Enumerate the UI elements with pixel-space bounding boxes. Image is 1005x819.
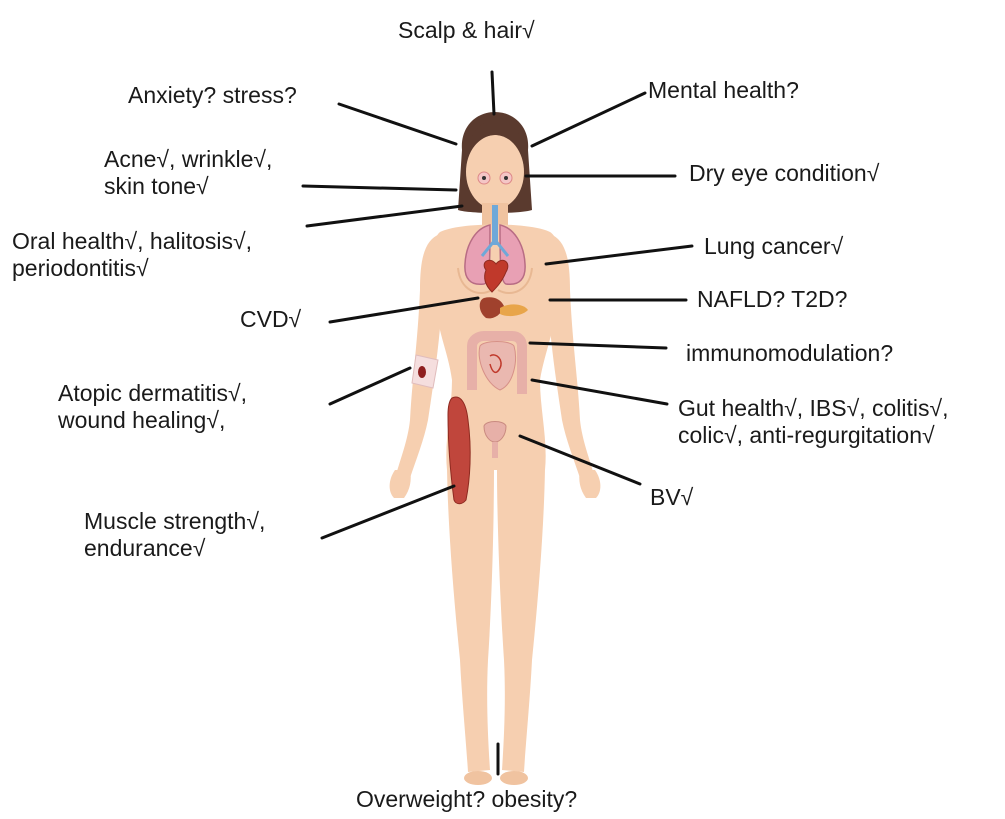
label-dry-eye: Dry eye condition√ xyxy=(689,160,879,187)
label-muscle-line2: endurance√ xyxy=(84,535,265,562)
label-bv-text: BV√ xyxy=(650,484,693,511)
line-lung xyxy=(546,246,692,264)
label-gut-line1: Gut health√, IBS√, colitis√, xyxy=(678,395,949,422)
label-atopic: Atopic dermatitis√, wound healing√, xyxy=(58,380,247,434)
line-mental xyxy=(532,93,645,146)
arm-right xyxy=(548,234,594,478)
label-acne: Acne√, wrinkle√, skin tone√ xyxy=(104,146,272,200)
label-scalp-text: Scalp & hair√ xyxy=(398,17,535,44)
label-oral-line1: Oral health√, halitosis√, xyxy=(12,228,252,255)
hand-left xyxy=(390,470,411,498)
label-acne-line1: Acne√, wrinkle√, xyxy=(104,146,272,173)
label-overweight-text: Overweight? obesity? xyxy=(356,786,577,813)
label-lung: Lung cancer√ xyxy=(704,233,843,260)
leg-right xyxy=(497,468,545,772)
label-mental-text: Mental health? xyxy=(648,77,799,104)
head xyxy=(466,135,524,209)
label-atopic-line1: Atopic dermatitis√, xyxy=(58,380,247,407)
foot-left xyxy=(464,771,492,785)
label-anxiety: Anxiety? stress? xyxy=(128,82,297,109)
line-atopic xyxy=(330,368,410,404)
wound xyxy=(418,366,426,378)
label-scalp: Scalp & hair√ xyxy=(398,17,535,44)
label-nafld: NAFLD? T2D? xyxy=(697,286,847,313)
label-acne-line2: skin tone√ xyxy=(104,173,272,200)
label-gut-line2: colic√, anti-regurgitation√ xyxy=(678,422,949,449)
label-overweight: Overweight? obesity? xyxy=(356,786,577,813)
line-oral xyxy=(307,206,462,226)
leg-left xyxy=(447,468,494,772)
label-gut: Gut health√, IBS√, colitis√, colic√, ant… xyxy=(678,395,949,449)
line-gut xyxy=(532,380,667,404)
label-anxiety-text: Anxiety? stress? xyxy=(128,82,297,109)
label-immuno-text: immunomodulation? xyxy=(686,340,893,367)
hand-right xyxy=(579,470,600,498)
pupil-right xyxy=(504,176,508,180)
label-muscle: Muscle strength√, endurance√ xyxy=(84,508,265,562)
cervix xyxy=(492,442,498,458)
foot-right xyxy=(500,771,528,785)
label-oral-line2: periodontitis√ xyxy=(12,255,252,282)
line-scalp xyxy=(492,72,494,114)
label-oral: Oral health√, halitosis√, periodontitis√ xyxy=(12,228,252,282)
trachea xyxy=(492,205,498,245)
label-immuno: immunomodulation? xyxy=(686,340,893,367)
label-muscle-line1: Muscle strength√, xyxy=(84,508,265,535)
label-nafld-text: NAFLD? T2D? xyxy=(697,286,847,313)
label-cvd-text: CVD√ xyxy=(240,306,301,333)
line-muscle xyxy=(322,486,454,538)
label-atopic-line2: wound healing√, xyxy=(58,407,247,434)
label-lung-text: Lung cancer√ xyxy=(704,233,843,260)
pupil-left xyxy=(482,176,486,180)
line-anxiety xyxy=(339,104,456,144)
label-bv: BV√ xyxy=(650,484,693,511)
label-cvd: CVD√ xyxy=(240,306,301,333)
line-immuno xyxy=(530,343,666,348)
label-mental: Mental health? xyxy=(648,77,799,104)
label-dry-eye-text: Dry eye condition√ xyxy=(689,160,879,187)
line-acne xyxy=(303,186,456,190)
